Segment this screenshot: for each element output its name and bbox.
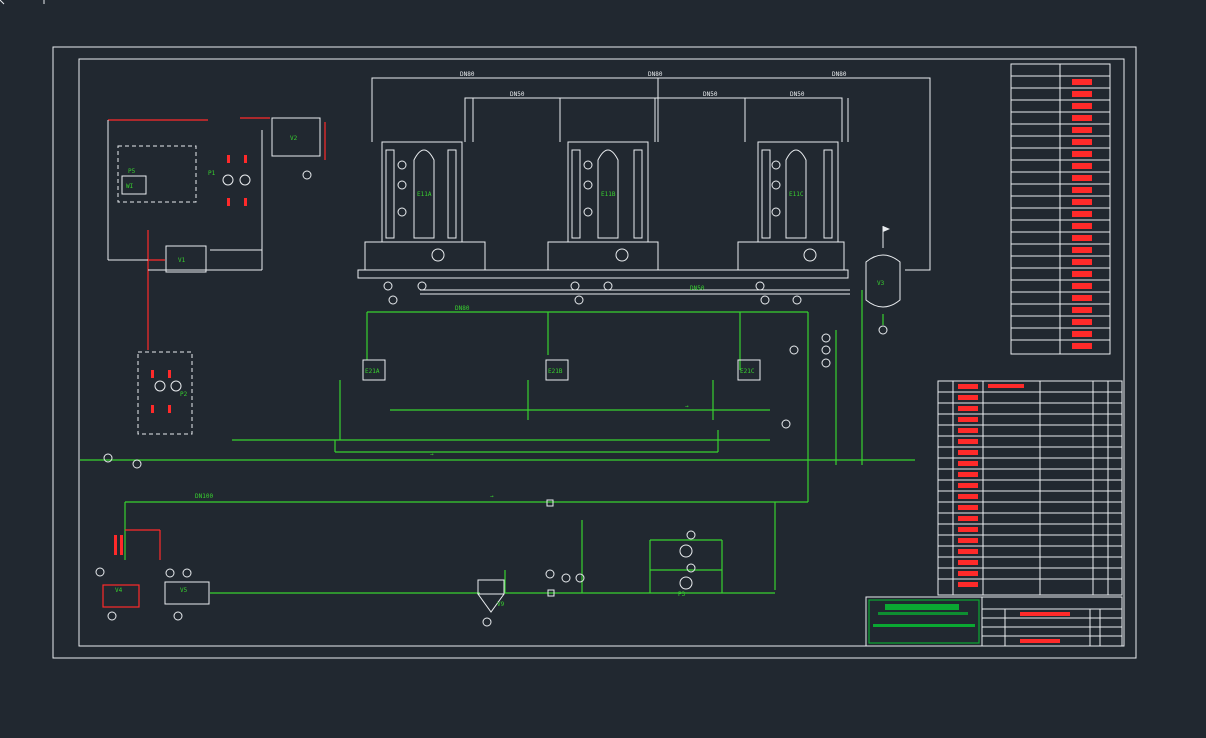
svg-text:DN80: DN80 — [832, 71, 847, 78]
svg-text:DN50: DN50 — [703, 91, 718, 98]
label-p3: P3 — [678, 591, 686, 598]
label-e21a: E21A — [365, 368, 380, 375]
hopper-v9: V9 — [477, 579, 505, 627]
heater-e21a: E21A — [362, 359, 386, 381]
equipment-platform — [357, 269, 849, 279]
label-v4: V4 — [115, 587, 123, 594]
sheet-inner-border — [78, 58, 1125, 647]
label-e21c: E21C — [740, 368, 755, 375]
label-v5: V5 — [180, 587, 188, 594]
label-v9: V9 — [497, 601, 505, 608]
heater-e21c: E21C — [737, 359, 761, 381]
svg-text:DN50: DN50 — [790, 91, 805, 98]
pump-set-p2: P2 — [137, 351, 193, 435]
tank-v4: V4 — [95, 535, 140, 621]
equipment-list-table — [937, 380, 1123, 596]
evaporator-unit-c: E11C — [737, 141, 845, 271]
label-p1: P1 — [208, 170, 216, 177]
pump-set-p3: P3 — [678, 530, 696, 598]
label-v1: V1 — [178, 257, 186, 264]
tank-v5: V5 — [164, 568, 210, 621]
legend-table — [1010, 63, 1111, 355]
svg-text:DN50: DN50 — [510, 91, 525, 98]
svg-text:→: → — [490, 493, 494, 500]
label-e21b: E21B — [548, 368, 563, 375]
svg-text:DN100: DN100 — [195, 493, 213, 500]
svg-text:DN80: DN80 — [455, 305, 470, 312]
svg-text:DN50: DN50 — [690, 285, 705, 292]
pump-set-p1: P1 — [208, 155, 251, 206]
label-e11c: E11C — [789, 191, 804, 198]
title-block — [865, 596, 1123, 647]
label-e11a: E11A — [417, 191, 432, 198]
tank-v1: V1 — [165, 245, 207, 273]
control-panel-left: WI P5 — [107, 117, 270, 350]
label-v3: V3 — [877, 280, 885, 287]
label-p5: P5 — [128, 168, 136, 175]
green-process-lines: DN100 → → → DN80 DN50 — [80, 285, 915, 594]
svg-text:DN80: DN80 — [460, 71, 475, 78]
label-wi: WI — [126, 183, 134, 190]
label-p2: P2 — [180, 391, 188, 398]
svg-text:DN80: DN80 — [648, 71, 663, 78]
pressure-gauges — [103, 281, 831, 583]
evaporator-unit-b: E11B — [547, 141, 659, 271]
label-v2: V2 — [290, 135, 298, 142]
svg-text:→: → — [430, 451, 434, 458]
watermark-logo-box — [868, 599, 980, 644]
label-e11b: E11B — [601, 191, 616, 198]
corner-mark — [0, 0, 5, 5]
top-white-pipes: DN80 DN80 DN80 DN50 DN50 DN50 — [371, 71, 931, 271]
tank-v3: V3 — [865, 226, 901, 335]
heater-e21b: E21B — [545, 359, 569, 381]
tank-v2: V2 — [271, 117, 326, 180]
sheet-outer-border — [52, 46, 1137, 659]
evaporator-unit-a: E11A — [364, 141, 486, 271]
svg-text:→: → — [685, 403, 689, 410]
